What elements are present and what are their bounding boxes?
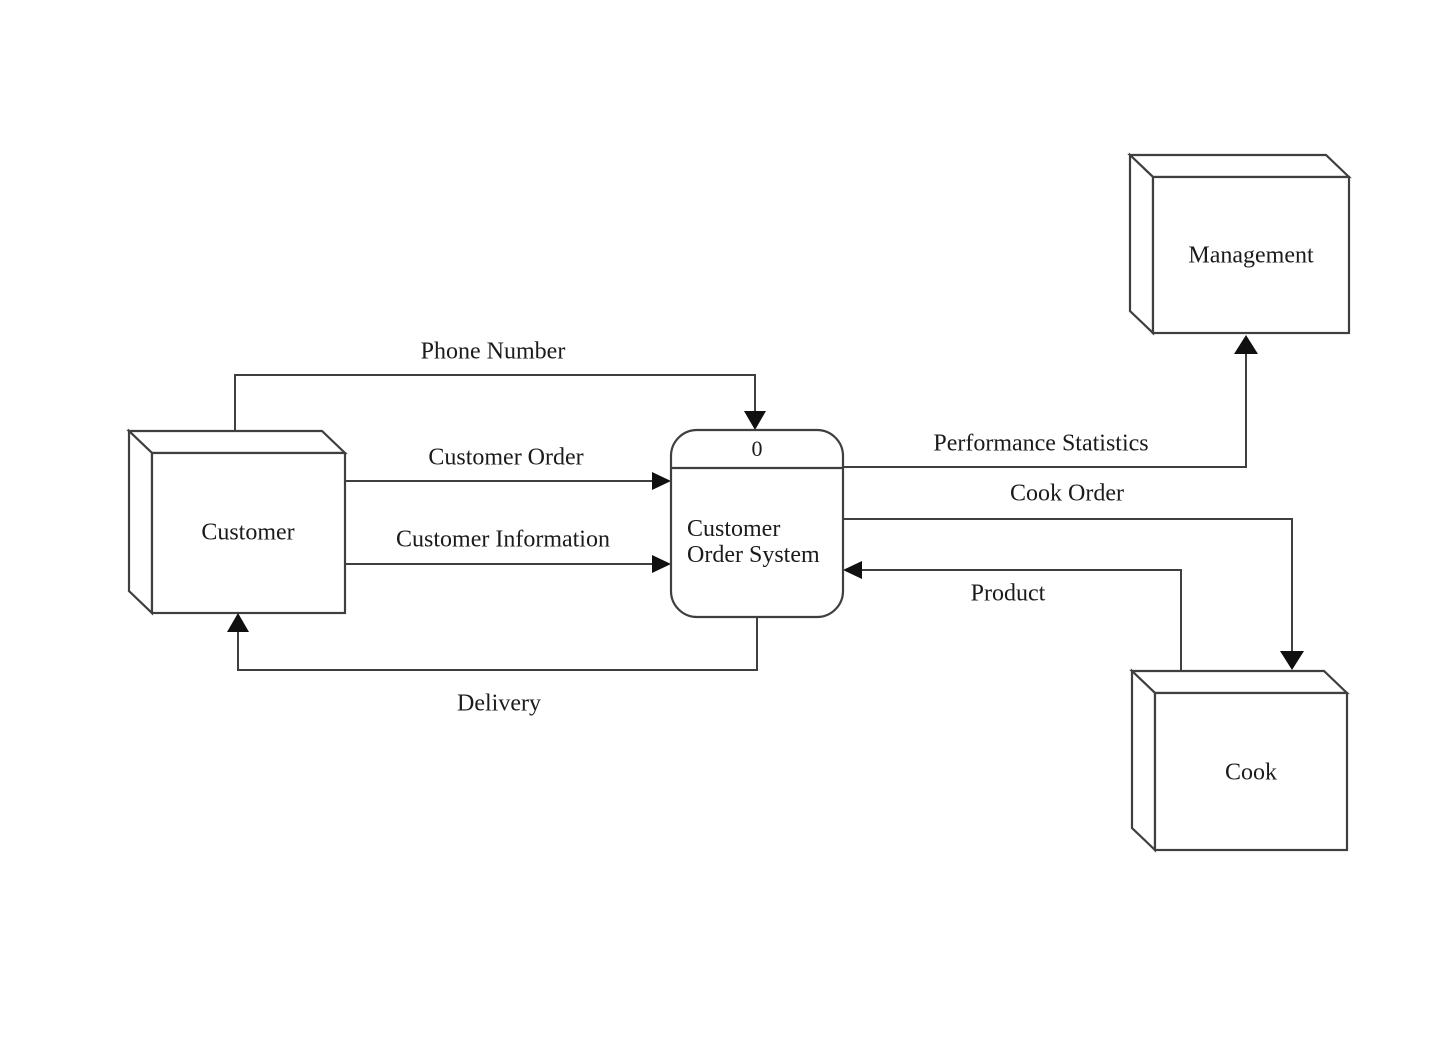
flow-customer-information-arrowhead	[652, 555, 671, 573]
process-number: 0	[751, 436, 763, 461]
flow-customer-order-label: Customer Order	[428, 444, 584, 471]
entity-customer-front-face	[150, 451, 347, 615]
process-name-line1: Customer	[687, 516, 781, 542]
entity-cook-label: Cook	[1224, 759, 1278, 786]
entity-management-top-face	[1127, 153, 1352, 179]
flow-phone-number-line	[234, 374, 756, 431]
flow-cook-order-arrowhead	[1280, 651, 1304, 670]
entity-management-front-face	[1151, 175, 1351, 335]
entity-management-label: Management	[1188, 242, 1314, 269]
flow-phone-number-arrowhead	[744, 411, 766, 430]
flow-phone-number-label: Phone Number	[420, 338, 566, 365]
flow-cook-order-label: Cook Order	[1010, 480, 1124, 507]
entity-cook-top-face	[1129, 669, 1350, 695]
process-name-line2: Order System	[687, 542, 820, 568]
flow-performance-statistics-arrowhead	[1234, 335, 1258, 354]
flow-product-line	[848, 569, 1182, 672]
entity-cook-shape	[1129, 668, 1350, 853]
flow-delivery-line	[237, 617, 758, 671]
flow-product-label: Product	[970, 580, 1046, 607]
flow-delivery-label: Delivery	[457, 690, 541, 717]
process-outline	[669, 428, 845, 619]
flow-performance-statistics-label: Performance Statistics	[933, 430, 1149, 457]
flow-customer-information-label: Customer Information	[396, 526, 610, 553]
flow-customer-order-arrowhead	[652, 472, 671, 490]
entity-customer-shape	[126, 428, 348, 616]
entity-customer-side-face	[127, 428, 154, 616]
process-shape	[669, 428, 845, 619]
flow-product-arrowhead	[843, 561, 862, 579]
flow-delivery-arrowhead	[227, 613, 249, 632]
entity-customer-label: Customer	[201, 519, 295, 546]
entity-management-side-face	[1128, 152, 1155, 336]
entity-management-shape	[1127, 152, 1352, 336]
entity-cook-front-face	[1153, 691, 1349, 852]
entity-cook-side-face	[1130, 668, 1157, 853]
process-name: Customer Order System	[687, 516, 820, 568]
flow-performance-statistics-line	[843, 340, 1247, 468]
entity-customer-top-face	[126, 429, 348, 455]
flow-cook-order-line	[843, 518, 1293, 666]
